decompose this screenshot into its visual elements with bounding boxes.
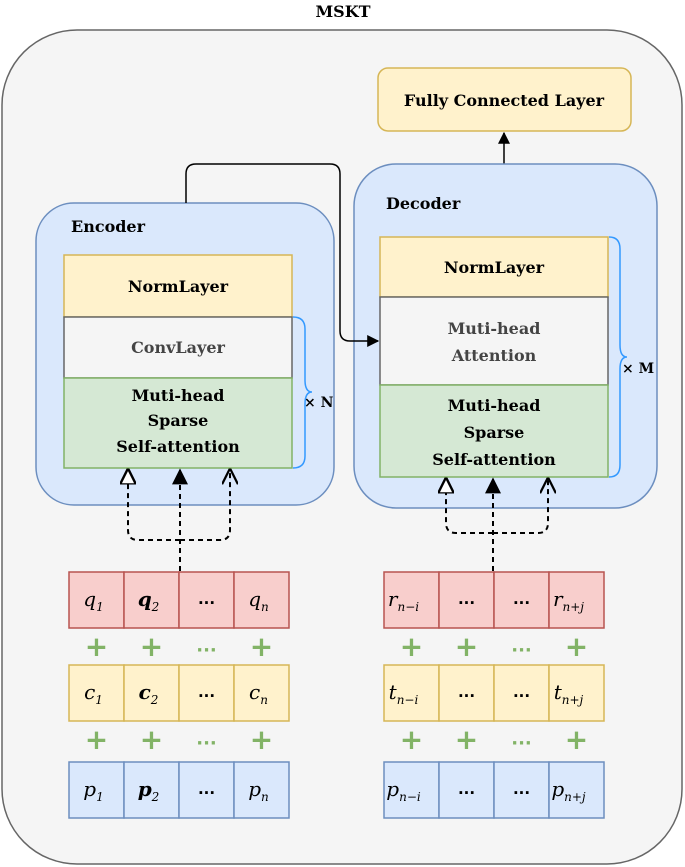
enc-c-ellipsis: ... bbox=[198, 683, 215, 701]
dec-row1-plus-1: + bbox=[400, 630, 423, 663]
dec-p-ellipsis: ... bbox=[513, 780, 530, 798]
encoder-norm-layer-label: NormLayer bbox=[128, 277, 229, 296]
decoder-attention-line-1: Muti-head bbox=[448, 396, 541, 415]
dec-p-cell-1 bbox=[383, 761, 440, 819]
enc-p-cell-1 bbox=[68, 761, 125, 819]
dec-t-cell-4 bbox=[548, 664, 605, 722]
decoder-mha-layer bbox=[379, 296, 609, 386]
enc-q-cell-1 bbox=[68, 571, 125, 629]
enc-row2-plus-2: + bbox=[140, 723, 163, 756]
enc-row2-plus-4: + bbox=[250, 723, 273, 756]
dec-r-cell-2 bbox=[438, 571, 495, 629]
enc-row1-plus-4: + bbox=[250, 630, 273, 663]
diagram-title: MSKT bbox=[315, 2, 370, 21]
decoder-attention-line-3: Self-attention bbox=[432, 450, 556, 469]
enc-q-cell-3 bbox=[178, 571, 235, 629]
enc-c-cell-1 bbox=[68, 664, 125, 722]
dec-t-ellipsis: ... bbox=[513, 683, 530, 701]
dec-p-token-4: pn+j bbox=[551, 777, 586, 804]
dec-p-cell-4 bbox=[548, 761, 605, 819]
decoder-repeat-brace bbox=[608, 236, 628, 478]
decoder-repeat-label: × M bbox=[622, 361, 654, 377]
dec-row2-plus-4: + bbox=[565, 723, 588, 756]
encoder-conv-layer-label: ConvLayer bbox=[131, 338, 225, 357]
encoder-repeat-label: × N bbox=[304, 395, 334, 411]
dec-r-ellipsis: ... bbox=[513, 590, 530, 608]
dec-p-ellipsis: ... bbox=[458, 780, 475, 798]
enc-q-token-4: qn bbox=[248, 587, 269, 614]
dec-t-token-4: tn+j bbox=[554, 680, 584, 707]
enc-c-cell-4 bbox=[233, 664, 290, 722]
enc-p-token-4: pn bbox=[248, 777, 269, 804]
decoder-label: Decoder bbox=[386, 194, 461, 213]
enc-p-token-2: p2 bbox=[138, 777, 160, 804]
enc-row1-plus-3: ··· bbox=[196, 640, 217, 661]
enc-c-cell-2 bbox=[123, 664, 180, 722]
fully-connected-layer-label: Fully Connected Layer bbox=[404, 91, 605, 110]
dec-t-token-1: tn−i bbox=[389, 680, 419, 707]
enc-p-token-1: p1 bbox=[83, 777, 103, 804]
enc-row1-plus-1: + bbox=[85, 630, 108, 663]
dec-row2-plus-2: + bbox=[455, 723, 478, 756]
enc-row1-plus-2: + bbox=[140, 630, 163, 663]
enc-p-cell-2 bbox=[123, 761, 180, 819]
dec-r-token-4: rn+j bbox=[553, 587, 584, 614]
dec-p-cell-3 bbox=[493, 761, 550, 819]
decoder-sparse-attention bbox=[379, 384, 609, 478]
encoder-attention-line-2: Sparse bbox=[148, 411, 209, 430]
enc-q-token-1: q1 bbox=[83, 587, 103, 614]
decoder-attention-line-2: Sparse bbox=[464, 423, 525, 442]
enc-c-token-1: c1 bbox=[84, 680, 103, 707]
enc-c-token-2: c2 bbox=[139, 680, 159, 707]
dec-t-ellipsis: ... bbox=[458, 683, 475, 701]
dec-row2-plus-1: + bbox=[400, 723, 423, 756]
dec-r-ellipsis: ... bbox=[458, 590, 475, 608]
decoder-norm-layer-label: NormLayer bbox=[444, 258, 545, 277]
encoder-label: Encoder bbox=[71, 217, 146, 236]
dec-row2-plus-3: ··· bbox=[511, 733, 532, 754]
decoder-mha-line-2: Attention bbox=[451, 346, 537, 365]
encoder-repeat-brace bbox=[292, 316, 313, 469]
enc-row2-plus-3: ··· bbox=[196, 733, 217, 754]
encoder-to-decoder-arrow bbox=[185, 163, 380, 347]
encoder-input-arrows bbox=[128, 468, 230, 571]
enc-c-token-4: cn bbox=[249, 680, 268, 707]
enc-row2-plus-1: + bbox=[85, 723, 108, 756]
encoder-norm-layer bbox=[63, 254, 293, 318]
fully-connected-layer bbox=[377, 67, 632, 132]
encoder-conv-layer bbox=[63, 316, 293, 379]
dec-r-cell-1 bbox=[383, 571, 440, 629]
encoder-sparse-attention bbox=[63, 377, 293, 469]
dec-t-cell-3 bbox=[493, 664, 550, 722]
encoder-attention-line-3: Self-attention bbox=[116, 437, 240, 456]
dec-row1-plus-4: + bbox=[565, 630, 588, 663]
encoder-attention-line-1: Muti-head bbox=[132, 386, 225, 405]
dec-r-token-1: rn−i bbox=[388, 587, 419, 614]
enc-q-ellipsis: ... bbox=[198, 590, 215, 608]
enc-p-ellipsis: ... bbox=[198, 780, 215, 798]
dec-row1-plus-2: + bbox=[455, 630, 478, 663]
decoder-input-arrows bbox=[446, 477, 548, 571]
dec-r-cell-4 bbox=[548, 571, 605, 629]
enc-q-cell-2 bbox=[123, 571, 180, 629]
dec-t-cell-2 bbox=[438, 664, 495, 722]
dec-row1-plus-3: ··· bbox=[511, 640, 532, 661]
dec-p-token-1: pn−i bbox=[386, 777, 421, 804]
enc-q-cell-4 bbox=[233, 571, 290, 629]
dec-p-cell-2 bbox=[438, 761, 495, 819]
decoder-mha-line-1: Muti-head bbox=[448, 319, 541, 338]
enc-p-cell-4 bbox=[233, 761, 290, 819]
enc-q-token-2: q2 bbox=[138, 587, 160, 614]
input-token-grids: q1 q2... qn + + ··· + c1 c2... cn + + ··· + p1 p2... pn r… bbox=[68, 571, 605, 819]
decoder-norm-layer bbox=[379, 236, 609, 298]
enc-p-cell-3 bbox=[178, 761, 235, 819]
